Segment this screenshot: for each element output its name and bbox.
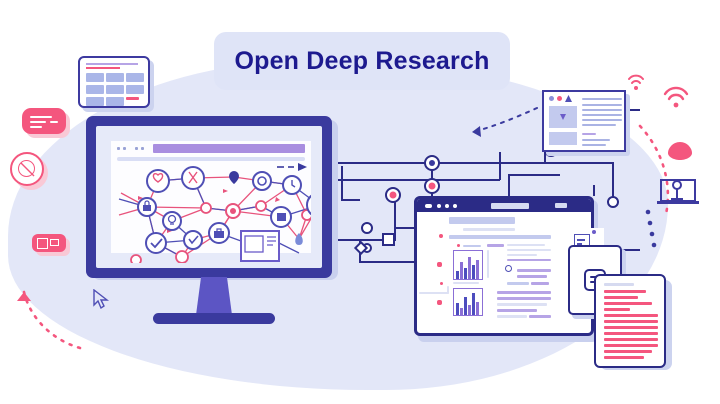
no-entry-inner <box>18 160 35 177</box>
vertical-dots <box>645 209 657 248</box>
wifi-solid-icon <box>668 142 692 160</box>
dashboard-tab[interactable] <box>491 203 529 209</box>
doc-badge-dot <box>557 96 562 101</box>
dashed-curve-arrow-left <box>471 107 538 133</box>
dashboard-tab-secondary[interactable] <box>555 203 567 208</box>
dashed-curve-arrow-down <box>638 124 670 216</box>
dashboard-body <box>417 212 591 333</box>
table-cell <box>126 73 144 82</box>
flow-node <box>607 196 619 208</box>
doc-badge-glyph <box>565 95 572 102</box>
no-entry-icon[interactable] <box>10 152 44 186</box>
tag-badge-icon[interactable] <box>32 234 66 252</box>
bar-chart-bottom <box>453 288 483 316</box>
monitor-stand <box>196 277 232 315</box>
monitor-base <box>153 313 275 324</box>
dashed-arrow-head-up <box>17 292 31 301</box>
page-title-pill: Open Deep Research <box>214 32 510 90</box>
address-bar[interactable] <box>153 144 305 153</box>
table-cell <box>106 97 124 106</box>
knowledge-graph <box>118 166 311 263</box>
tag-glyph-secondary <box>50 239 59 246</box>
table-cell <box>86 85 104 94</box>
wifi-signal-icon-small <box>628 74 644 90</box>
article-card[interactable] <box>542 90 626 152</box>
wifi-signal-icon-large <box>663 86 689 108</box>
browser-subbar <box>117 157 305 161</box>
table-cell <box>106 85 124 94</box>
dashed-curve-arrow-up <box>22 290 82 350</box>
table-cell <box>126 85 144 94</box>
doc-thumbnail-secondary <box>549 132 577 145</box>
cursor-pointer-icon <box>93 289 110 310</box>
tag-glyph <box>37 238 48 249</box>
dashed-arrow-head-left <box>472 126 481 137</box>
table-cell <box>86 97 104 106</box>
table-cell-highlight <box>126 97 139 100</box>
chat-bubble-icon[interactable] <box>22 108 66 134</box>
bar-chart-top <box>453 250 483 280</box>
snippet-badge-dot <box>592 230 596 234</box>
flow-node <box>361 222 373 234</box>
table-header-accent <box>86 67 120 69</box>
play-arrow-icon <box>277 163 307 171</box>
page-title: Open Deep Research <box>234 46 490 75</box>
browser-toolbar <box>117 144 307 153</box>
data-table-card[interactable] <box>78 56 150 108</box>
table-header-line <box>86 63 138 65</box>
laptop-search-icon <box>657 179 699 204</box>
doc-badge-dot <box>549 96 554 101</box>
info-dot-icon <box>505 265 512 272</box>
table-cell <box>106 73 124 82</box>
table-cell <box>86 73 104 82</box>
report-document[interactable] <box>594 274 666 368</box>
doc-thumb-glyph <box>560 114 566 120</box>
dashboard-titlebar <box>417 199 591 212</box>
research-dashboard[interactable] <box>414 196 594 336</box>
graph-document-widget <box>240 230 280 262</box>
